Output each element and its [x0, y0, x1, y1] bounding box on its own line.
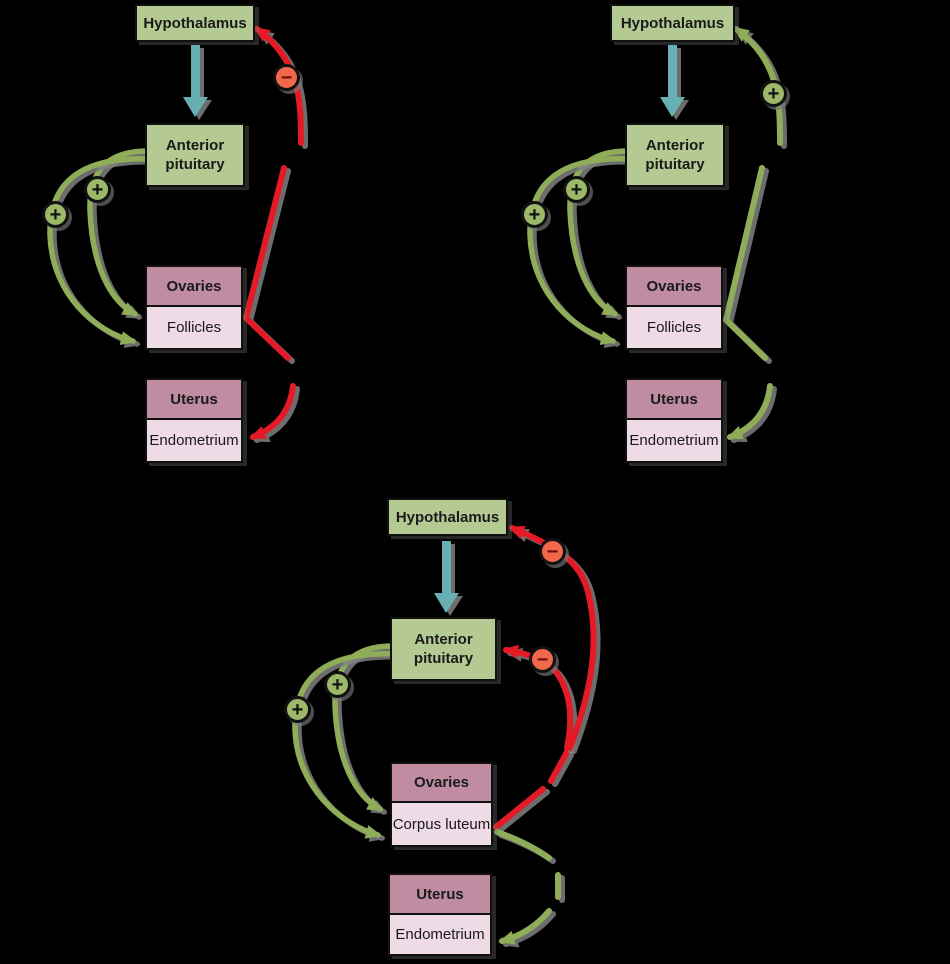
bottom-pituitary-to-corpus-luteum-arrows	[292, 643, 398, 839]
plus-icon: +	[521, 201, 548, 228]
stimulation-arrow	[87, 148, 153, 317]
bottom-anterior-pituitary-box: Anterior pituitary	[390, 617, 497, 681]
stimulation-arrow	[527, 156, 633, 345]
feedback-line-from-follicles	[723, 165, 768, 361]
plus-icon: +	[42, 201, 69, 228]
left-anterior-pituitary-box: Anterior pituitary	[145, 123, 245, 187]
right-hypothalamus-box: Hypothalamus	[610, 4, 735, 42]
right-ovaries-box: Ovaries Follicles	[625, 265, 723, 350]
arrow-to-endometrium	[726, 383, 773, 440]
left-uterus-box: Uterus Endometrium	[145, 378, 243, 463]
follicles-label: Follicles	[627, 307, 721, 348]
bottom-negative-feedback-path	[493, 525, 597, 830]
arrow-to-endometrium	[249, 383, 296, 440]
left-hypothalamus-box: Hypothalamus	[135, 4, 255, 42]
ovaries-label: Ovaries	[627, 267, 721, 307]
left-ovaries-box: Ovaries Follicles	[145, 265, 243, 350]
arrow-to-endometrium	[498, 908, 552, 945]
bottom-corpus-luteum-to-endometrium-path	[494, 829, 561, 945]
hormone-line	[494, 829, 552, 861]
follicles-label: Follicles	[147, 307, 241, 348]
stimulation-arrow	[47, 156, 153, 345]
right-uterus-box: Uterus Endometrium	[625, 378, 723, 463]
stimulation-arrow	[292, 651, 398, 839]
right-hypothalamus-to-pituitary-arrow	[660, 45, 685, 117]
bottom-ovaries-box: Ovaries Corpus luteum	[390, 762, 493, 847]
corpus-luteum-label: Corpus luteum	[392, 803, 491, 845]
plus-icon: +	[563, 176, 590, 203]
bottom-hypothalamus-box: Hypothalamus	[387, 498, 508, 536]
minus-icon: −	[539, 538, 566, 565]
plus-icon: +	[760, 80, 787, 107]
right-anterior-pituitary-box: Anterior pituitary	[625, 123, 725, 187]
minus-icon: −	[529, 646, 556, 673]
feedback-line-from-follicles	[243, 165, 291, 361]
uterus-label: Uterus	[627, 380, 721, 420]
minus-icon: −	[273, 64, 300, 91]
endometrium-label: Endometrium	[147, 420, 241, 461]
bottom-uterus-box: Uterus Endometrium	[388, 873, 492, 956]
stimulation-arrow	[567, 148, 633, 317]
feedback-arrow-to-pituitary	[502, 644, 574, 751]
uterus-label: Uterus	[390, 875, 490, 915]
plus-icon: +	[284, 696, 311, 723]
left-pituitary-to-follicles-arrows	[47, 148, 153, 345]
feedback-line-from-corpus-luteum	[493, 786, 546, 830]
plus-icon: +	[324, 671, 351, 698]
feedback-line-from-corpus-luteum	[548, 749, 570, 784]
right-pituitary-to-follicles-arrows	[527, 148, 633, 345]
stimulation-arrow	[332, 643, 398, 812]
uterus-label: Uterus	[147, 380, 241, 420]
bottom-hypothalamus-to-pituitary-arrow	[434, 541, 459, 613]
endometrium-label: Endometrium	[627, 420, 721, 461]
ovaries-label: Ovaries	[392, 764, 491, 803]
left-hypothalamus-to-pituitary-arrow	[183, 45, 208, 117]
endometrium-label: Endometrium	[390, 915, 490, 954]
plus-icon: +	[84, 176, 111, 203]
left-negative-feedback-path	[243, 26, 304, 440]
ovaries-label: Ovaries	[147, 267, 241, 307]
